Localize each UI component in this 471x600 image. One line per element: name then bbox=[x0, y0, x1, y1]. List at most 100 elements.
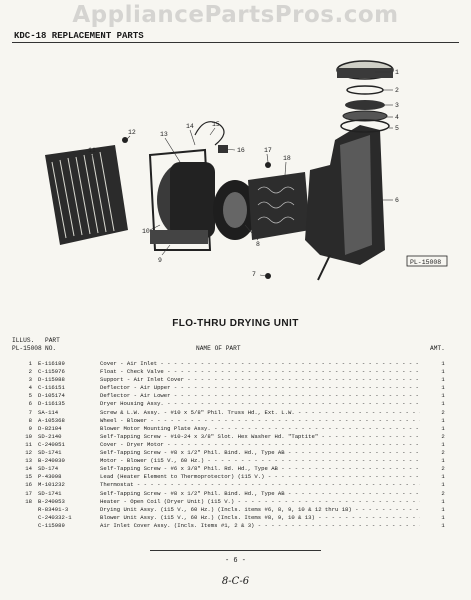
amount: 1 bbox=[441, 360, 445, 367]
header-rule bbox=[12, 42, 459, 43]
part-name: Float - Check Valve bbox=[100, 368, 420, 376]
part-name: Cover - Dryer Motor bbox=[100, 441, 420, 449]
illus-no: 6 bbox=[28, 400, 32, 408]
part-name: Blower Unit Assy. (115 V., 60 Hz.) (Incl… bbox=[100, 514, 420, 522]
part-name: Air Inlet Cover Assy. (Incls. Items #1, … bbox=[100, 522, 420, 530]
callout-4: 4 bbox=[395, 114, 399, 121]
part-name: Self-Tapping Screw - #8 x 1/2" Phil. Bin… bbox=[100, 490, 420, 498]
amount: 1 bbox=[441, 513, 445, 521]
amount: 2 bbox=[441, 408, 445, 416]
col-illus-line1: ILLUS. bbox=[12, 337, 35, 344]
callout-5: 5 bbox=[395, 125, 399, 132]
part-name: Motor - Blower (115 V., 60 Hz.) bbox=[100, 457, 420, 465]
col-illus-line2: PL-15008 bbox=[12, 345, 42, 352]
page-header: KDC-18 REPLACEMENT PARTS bbox=[14, 31, 144, 41]
part-no: B-240030 bbox=[38, 457, 65, 465]
part-no: SA-114 bbox=[38, 408, 59, 416]
table-row: 17 SD-1741 Self-Tapping Screw - #8 x 1/2" … bbox=[10, 490, 460, 498]
amount: 1 bbox=[441, 400, 445, 408]
part-name: Self-Tapping Screw - #10-24 x 3/8" Slot.… bbox=[100, 433, 420, 441]
amount: 1 bbox=[441, 473, 445, 481]
illus-no: 4 bbox=[28, 384, 32, 392]
part-no: SD-2140 bbox=[38, 432, 62, 440]
part-no: SD-1741 bbox=[38, 489, 62, 497]
part-name: Self-Tapping Screw - #6 x 3/8" Phil. Rd.… bbox=[100, 465, 420, 473]
section-title: FLO-THRU DRYING UNIT bbox=[172, 318, 299, 329]
page-number: - 6 - bbox=[224, 557, 246, 565]
callout-15: 15 bbox=[212, 121, 220, 128]
handwritten-note: 8-C-6 bbox=[221, 576, 250, 587]
air-inlet-stack-drawing bbox=[336, 60, 394, 133]
part-name: Dryer Housing Assy. bbox=[100, 400, 420, 408]
table-row: 16M-101232Thermostat1 bbox=[10, 481, 460, 489]
amount: 2 bbox=[441, 432, 445, 440]
part-name: Deflector - Air Upper bbox=[100, 384, 420, 392]
callout-18: 18 bbox=[283, 155, 291, 162]
illus-no: 3 bbox=[28, 376, 32, 384]
illus-no: 13 bbox=[25, 457, 32, 465]
screw-12-drawing bbox=[122, 137, 128, 143]
amount: 1 bbox=[441, 481, 445, 489]
col-part-line1: PART bbox=[45, 337, 60, 344]
amount: 1 bbox=[441, 384, 445, 392]
callout-2: 2 bbox=[395, 87, 399, 94]
part-name: Drying Unit Assy. (115 V., 60 Hz.) (Incl… bbox=[100, 506, 420, 514]
callout-6: 6 bbox=[395, 197, 399, 204]
part-no: C-240051 bbox=[38, 440, 65, 448]
amount: 2 bbox=[441, 489, 445, 497]
illus-no: 17 bbox=[25, 489, 32, 497]
amount: 1 bbox=[441, 424, 445, 432]
col-part-line2: NO. bbox=[45, 345, 57, 352]
amount: 1 bbox=[441, 457, 445, 465]
callout-9: 9 bbox=[158, 257, 162, 264]
part-no: C-115989 bbox=[38, 521, 65, 529]
part-no: R-83491-3 bbox=[38, 505, 69, 513]
blower-wheel-drawing bbox=[213, 180, 257, 240]
amount: 1 bbox=[441, 416, 445, 424]
col-illus: ILLUS. PL-15008 bbox=[12, 337, 42, 353]
part-name: Deflector - Air Lower bbox=[100, 392, 420, 400]
amount: 1 bbox=[441, 368, 445, 376]
callout-17: 17 bbox=[264, 147, 272, 154]
amount: 1 bbox=[441, 440, 445, 448]
part-no: D-115988 bbox=[38, 376, 65, 384]
callout-7: 7 bbox=[252, 271, 256, 278]
amount: 1 bbox=[441, 521, 445, 529]
illus-no: 16 bbox=[25, 481, 32, 489]
part-no: M-101232 bbox=[38, 481, 65, 489]
col-name: NAME OF PART bbox=[196, 345, 241, 352]
part-name: Self-Tapping Screw - #8 x 1/2" Phil. Bin… bbox=[100, 449, 420, 457]
heater-drawing bbox=[248, 172, 310, 240]
part-name: Heater - Open Coil (Dryer Unit) (115 V.) bbox=[100, 498, 420, 506]
illus-no: 11 bbox=[25, 440, 32, 448]
part-no: B-240053 bbox=[38, 497, 65, 505]
dryer-housing-drawing bbox=[305, 125, 385, 281]
motor-cover-drawing bbox=[45, 145, 128, 245]
part-no: D-105174 bbox=[38, 392, 65, 400]
thermostat-drawing bbox=[194, 121, 271, 168]
part-no: SD-174 bbox=[38, 465, 59, 473]
table-row: C-115989 Air Inlet Cover Assy. (Incls. It… bbox=[10, 522, 460, 530]
illus-no: 2 bbox=[28, 368, 32, 376]
callout-11: 11 bbox=[88, 147, 96, 154]
blower-motor-drawing bbox=[148, 148, 215, 251]
illus-no: 8 bbox=[28, 416, 32, 424]
exploded-parts-diagram: 1 2 3 4 5 6 7 8 9 10 11 12 13 14 15 16 1… bbox=[45, 60, 448, 281]
screw-7-drawing bbox=[265, 273, 271, 279]
callout-12: 12 bbox=[128, 129, 136, 136]
callout-1: 1 bbox=[395, 69, 399, 76]
amount: 1 bbox=[441, 505, 445, 513]
part-name: Wheel - Blower bbox=[100, 417, 420, 425]
amount: 2 bbox=[441, 449, 445, 457]
callout-16: 16 bbox=[237, 147, 245, 154]
col-amt: AMT. bbox=[430, 345, 445, 352]
